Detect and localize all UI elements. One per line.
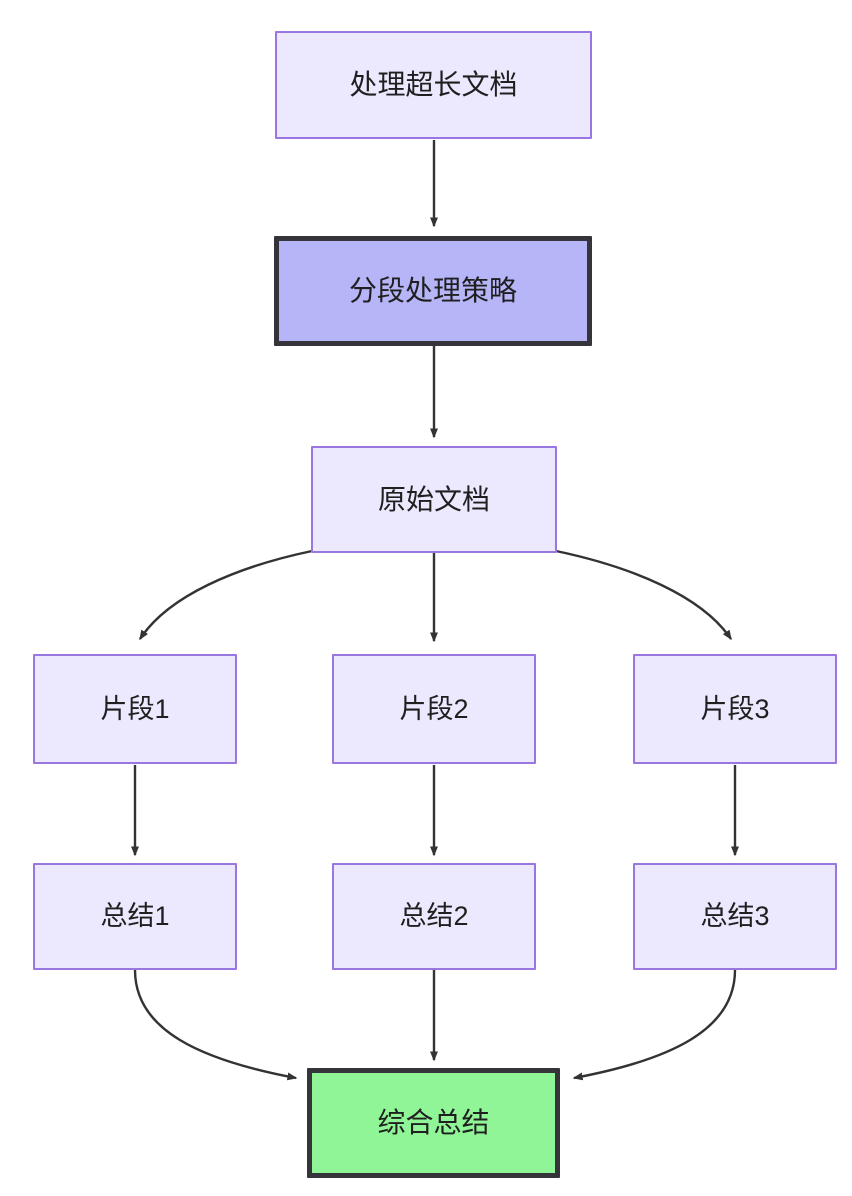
node-label: 片段1: [100, 693, 170, 724]
edge-n3-n6: [555, 549, 732, 641]
edge-n9-n10: [572, 969, 737, 1081]
node-label: 总结2: [399, 901, 469, 932]
node-summary-1[interactable]: 总结1: [33, 863, 237, 970]
node-fragment-3[interactable]: 片段3: [633, 654, 837, 764]
node-summary-2[interactable]: 总结2: [332, 863, 536, 970]
node-label: 处理超长文档: [349, 69, 518, 101]
node-label: 总结1: [100, 901, 170, 932]
node-final-summary[interactable]: 综合总结: [307, 1068, 560, 1178]
node-fragment-2[interactable]: 片段2: [332, 654, 536, 764]
node-chunking-strategy[interactable]: 分段处理策略: [274, 236, 592, 346]
node-label: 片段3: [700, 693, 770, 724]
node-label: 综合总结: [377, 1107, 490, 1139]
node-label: 总结3: [700, 901, 770, 932]
edge-n7-n10: [133, 969, 298, 1081]
node-process-long-document[interactable]: 处理超长文档: [275, 31, 592, 139]
node-fragment-1[interactable]: 片段1: [33, 654, 237, 764]
node-original-document[interactable]: 原始文档: [311, 446, 557, 553]
node-label: 原始文档: [377, 483, 490, 515]
edge-n3-n4: [138, 549, 313, 641]
node-summary-3[interactable]: 总结3: [633, 863, 837, 970]
node-label: 片段2: [399, 693, 469, 724]
node-label: 分段处理策略: [348, 275, 517, 307]
